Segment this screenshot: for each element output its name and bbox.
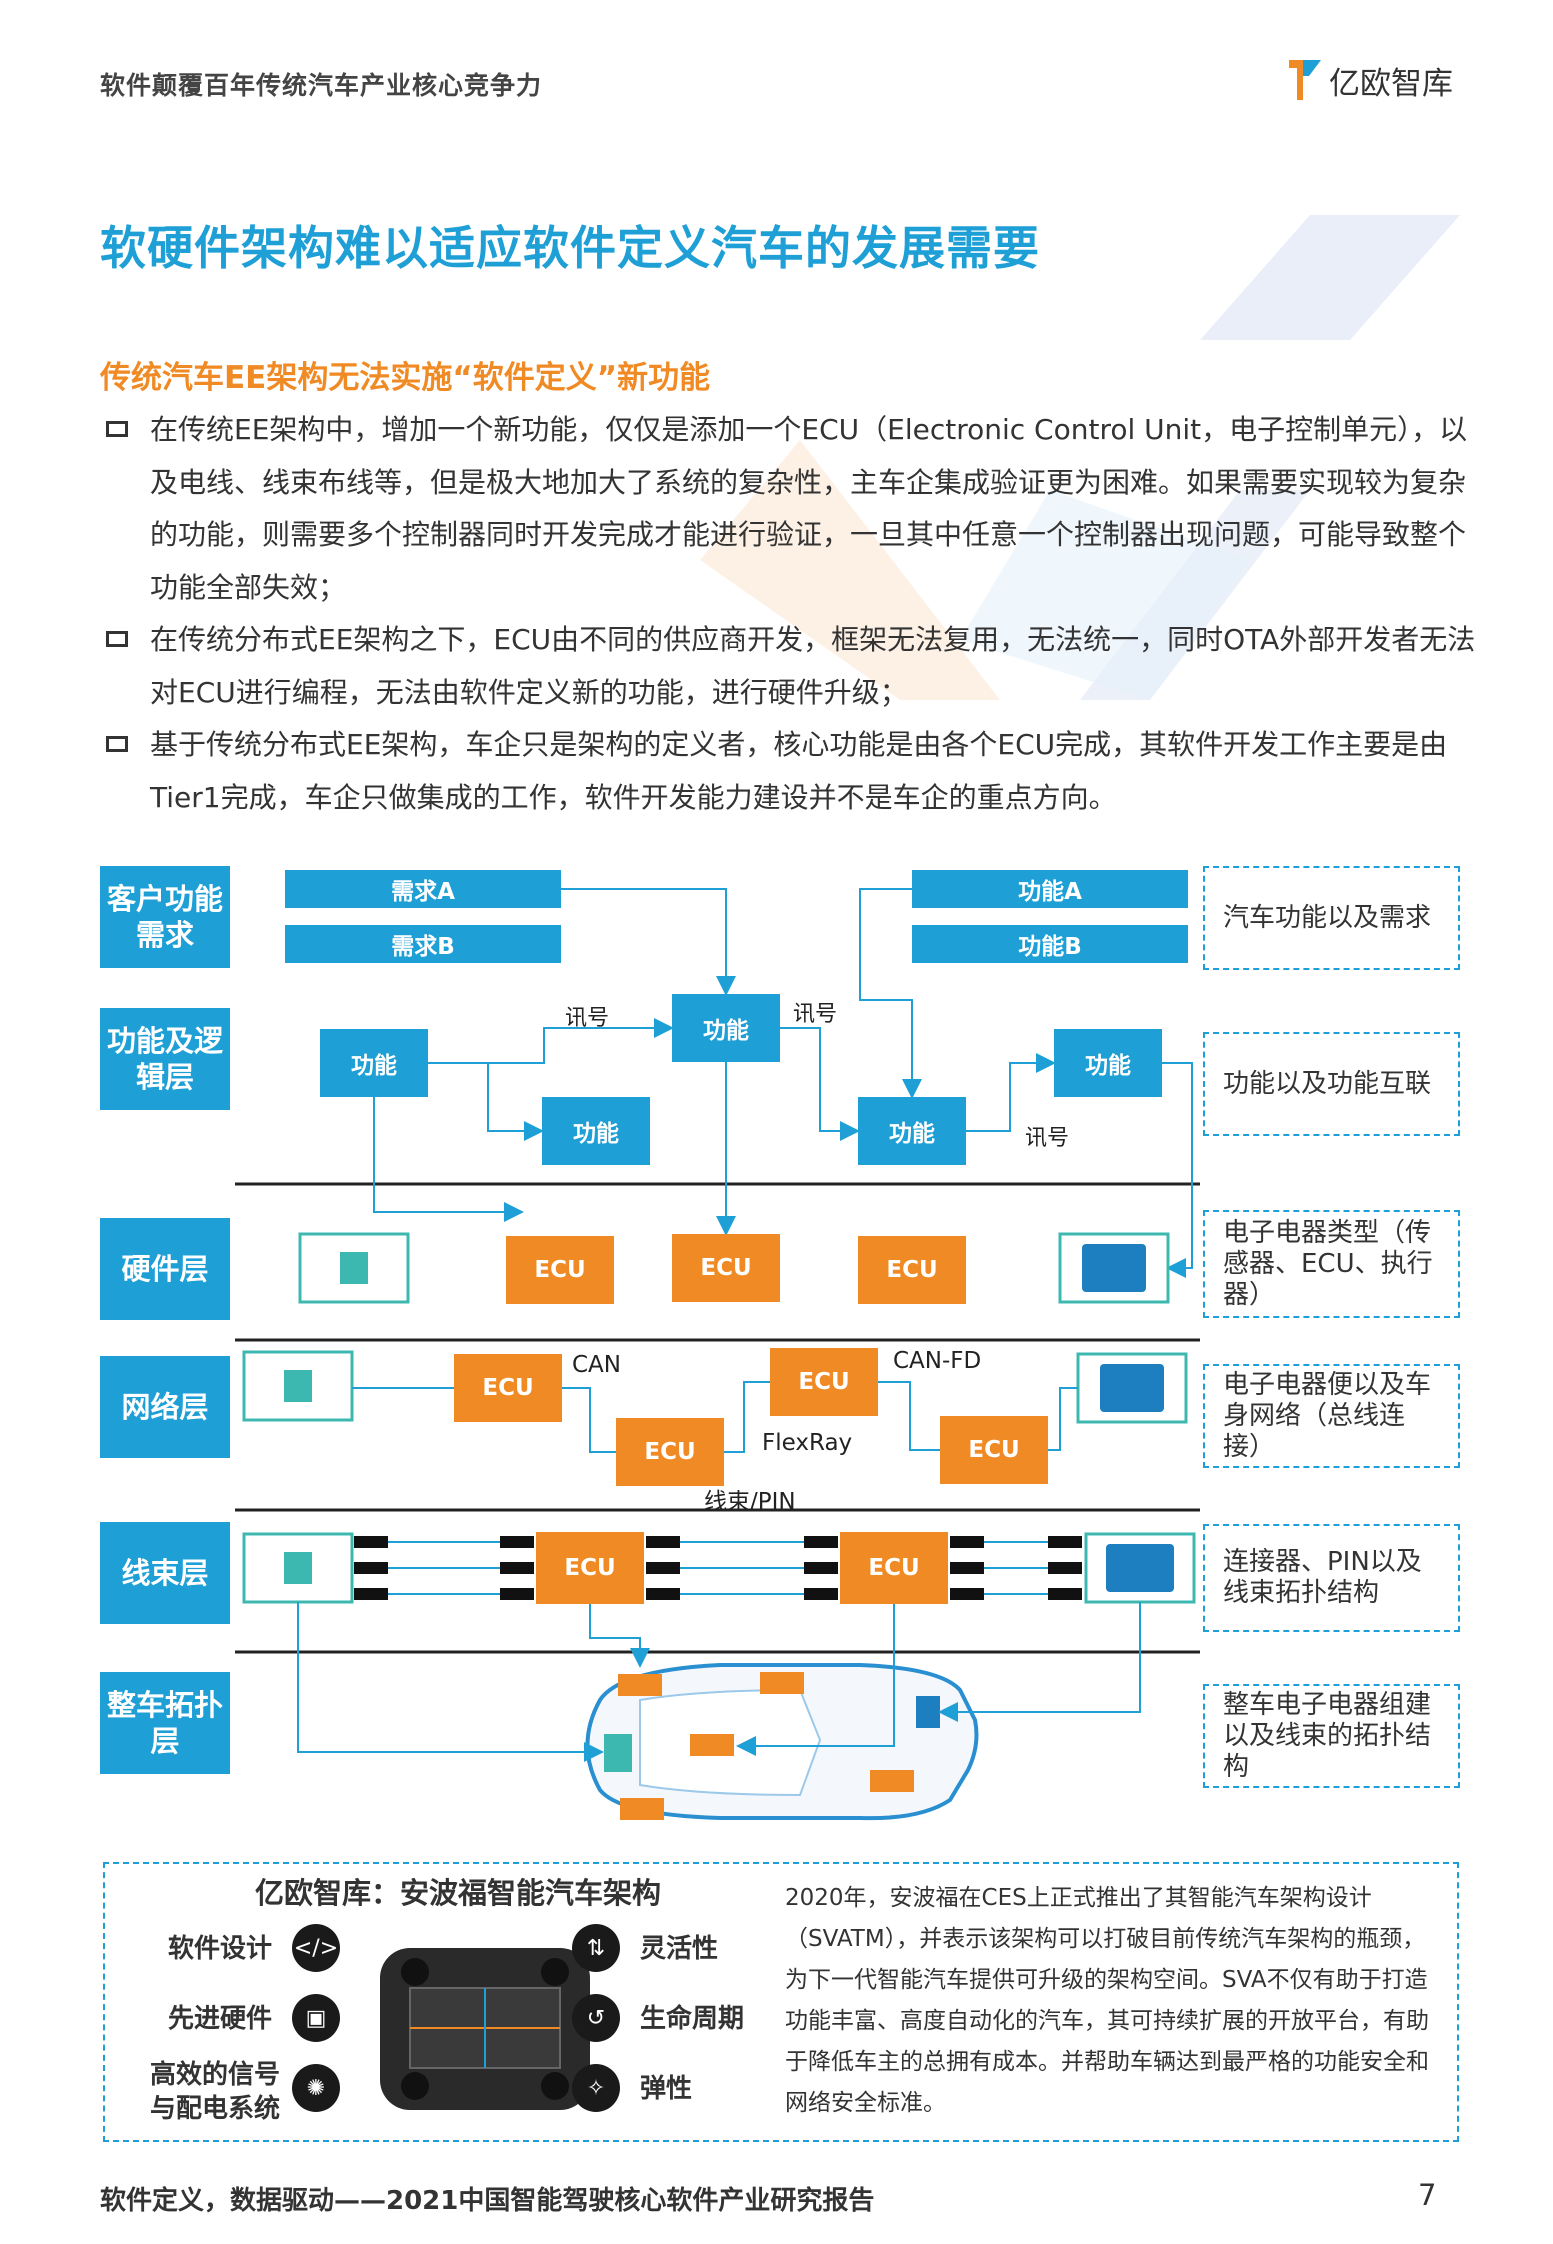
ecu-label: ECU bbox=[798, 1369, 850, 1395]
function-label: 功能 bbox=[889, 1121, 935, 1147]
function-b-bar bbox=[912, 925, 1188, 963]
function-box-4 bbox=[858, 1097, 966, 1165]
square-bullet-icon bbox=[106, 631, 128, 647]
layer-customer-requirements: 客户功能需求 bbox=[100, 866, 230, 968]
function-label: 功能 bbox=[703, 1018, 749, 1044]
info-box: 电子电器便以及车身网络（总线连接） bbox=[1203, 1364, 1460, 1468]
can-fd-label: CAN-FD bbox=[893, 1348, 982, 1374]
ecu-label: ECU bbox=[644, 1439, 696, 1465]
function-label: 功能 bbox=[573, 1121, 619, 1147]
vehicle-chassis-image bbox=[380, 1948, 590, 2110]
layer-function-logic: 功能及逻辑层 bbox=[100, 1008, 230, 1110]
aptiv-description: 2020年，安波福在CES上正式推出了其智能汽车架构设计（SVATM），并表示该… bbox=[785, 1885, 1429, 2116]
info-box: 整车电子电器组建以及线束的拓扑结构 bbox=[1203, 1684, 1460, 1788]
code-monitor-icon: </> bbox=[292, 1924, 340, 1972]
ecu-box bbox=[616, 1418, 724, 1486]
ecu-label: ECU bbox=[968, 1437, 1020, 1463]
brand-logo: 亿欧智库 bbox=[1285, 54, 1453, 104]
flexray-label: FlexRay bbox=[762, 1430, 853, 1456]
ecu-label: ECU bbox=[482, 1375, 534, 1401]
bullet-item: 在传统分布式EE架构之下，ECU由不同的供应商开发，框架无法复用，无法统一，同时… bbox=[100, 614, 1480, 719]
ecu-label: ECU bbox=[564, 1555, 616, 1581]
ecu-label: ECU bbox=[700, 1255, 752, 1281]
function-box-1 bbox=[320, 1029, 428, 1097]
network-wheel-icon: ✺ bbox=[292, 2064, 340, 2112]
logo-text: 亿欧智库 bbox=[1329, 66, 1453, 102]
requirement-b-label: 需求B bbox=[391, 934, 455, 960]
vehicle-topology-car bbox=[585, 1663, 979, 1821]
signal-label: 讯号 bbox=[1025, 1126, 1070, 1151]
function-box-5 bbox=[1054, 1029, 1162, 1097]
function-a-label: 功能A bbox=[1018, 879, 1082, 905]
ecu-label: ECU bbox=[534, 1257, 586, 1283]
ecu-label: ECU bbox=[868, 1555, 920, 1581]
flexibility-icon: ⇅ bbox=[572, 1924, 620, 1972]
chip-icon: ▣ bbox=[292, 1994, 340, 2042]
function-box-2 bbox=[542, 1097, 650, 1165]
requirement-b-bar bbox=[285, 925, 561, 963]
layer-hardware: 硬件层 bbox=[100, 1218, 230, 1320]
ecu-box bbox=[770, 1348, 878, 1416]
ecu-box bbox=[672, 1234, 780, 1302]
ecu-box bbox=[536, 1532, 644, 1604]
can-label: CAN bbox=[572, 1352, 621, 1378]
info-box: 电子电器类型（传感器、ECU、执行器） bbox=[1203, 1210, 1460, 1318]
aptiv-box-title: 亿欧智库：安波福智能汽车架构 bbox=[255, 1876, 662, 1910]
ecu-box bbox=[840, 1532, 948, 1604]
info-box: 连接器、PIN以及线束拓扑结构 bbox=[1203, 1524, 1460, 1632]
ecu-box bbox=[858, 1236, 966, 1304]
resilience-label: 弹性 bbox=[640, 2074, 693, 2104]
header-title: 软件颠覆百年传统汽车产业核心竞争力 bbox=[100, 71, 543, 100]
function-label: 功能 bbox=[1085, 1053, 1131, 1079]
ecu-label: ECU bbox=[886, 1257, 938, 1283]
function-a-bar bbox=[912, 870, 1188, 908]
info-box: 汽车功能以及需求 bbox=[1203, 866, 1460, 970]
ecu-box bbox=[454, 1354, 562, 1422]
signal-label: 讯号 bbox=[565, 1006, 610, 1031]
aptiv-architecture-box bbox=[103, 1862, 1459, 2142]
info-box: 功能以及功能互联 bbox=[1203, 1032, 1460, 1136]
logo-icon bbox=[1289, 60, 1321, 100]
function-box-3 bbox=[672, 994, 780, 1062]
software-design-label: 软件设计 bbox=[167, 1934, 272, 1964]
layer-vehicle-topology: 整车拓扑层 bbox=[100, 1672, 230, 1774]
page-title: 软硬件架构难以适应软件定义汽车的发展需要 bbox=[100, 221, 1040, 275]
function-label: 功能 bbox=[351, 1053, 397, 1079]
requirement-a-label: 需求A bbox=[391, 879, 455, 905]
resilience-icon: ✧ bbox=[572, 2064, 620, 2112]
lifecycle-label: 生命周期 bbox=[640, 2004, 745, 2034]
ecu-box bbox=[940, 1416, 1048, 1484]
bullet-item: 基于传统分布式EE架构，车企只是架构的定义者，核心功能是由各个ECU完成，其软件… bbox=[100, 719, 1480, 824]
section-title: 传统汽车EE架构无法实施“软件定义”新功能 bbox=[100, 360, 711, 396]
ecu-box bbox=[506, 1236, 614, 1304]
advanced-hardware-label: 先进硬件 bbox=[167, 2004, 272, 2034]
bullet-list: 在传统EE架构中，增加一个新功能，仅仅是添加一个ECU（Electronic C… bbox=[100, 404, 1480, 824]
square-bullet-icon bbox=[106, 736, 128, 752]
layer-harness: 线束层 bbox=[100, 1522, 230, 1624]
bullet-item: 在传统EE架构中，增加一个新功能，仅仅是添加一个ECU（Electronic C… bbox=[100, 404, 1480, 614]
harness-pin-label: 线束/PIN bbox=[704, 1489, 796, 1515]
lifecycle-icon: ↺ bbox=[572, 1994, 620, 2042]
layer-network: 网络层 bbox=[100, 1356, 230, 1458]
requirement-a-bar bbox=[285, 870, 561, 908]
function-b-label: 功能B bbox=[1018, 934, 1082, 960]
signal-label: 讯号 bbox=[793, 1002, 838, 1027]
square-bullet-icon bbox=[106, 421, 128, 437]
footer-report-title: 软件定义，数据驱动——2021中国智能驾驶核心软件产业研究报告 bbox=[100, 2186, 875, 2216]
signal-power-label: 高效的信号与配电系统 bbox=[149, 2060, 280, 2124]
flexibility-label: 灵活性 bbox=[640, 1934, 719, 1964]
page-number: 7 bbox=[1418, 2178, 1437, 2212]
